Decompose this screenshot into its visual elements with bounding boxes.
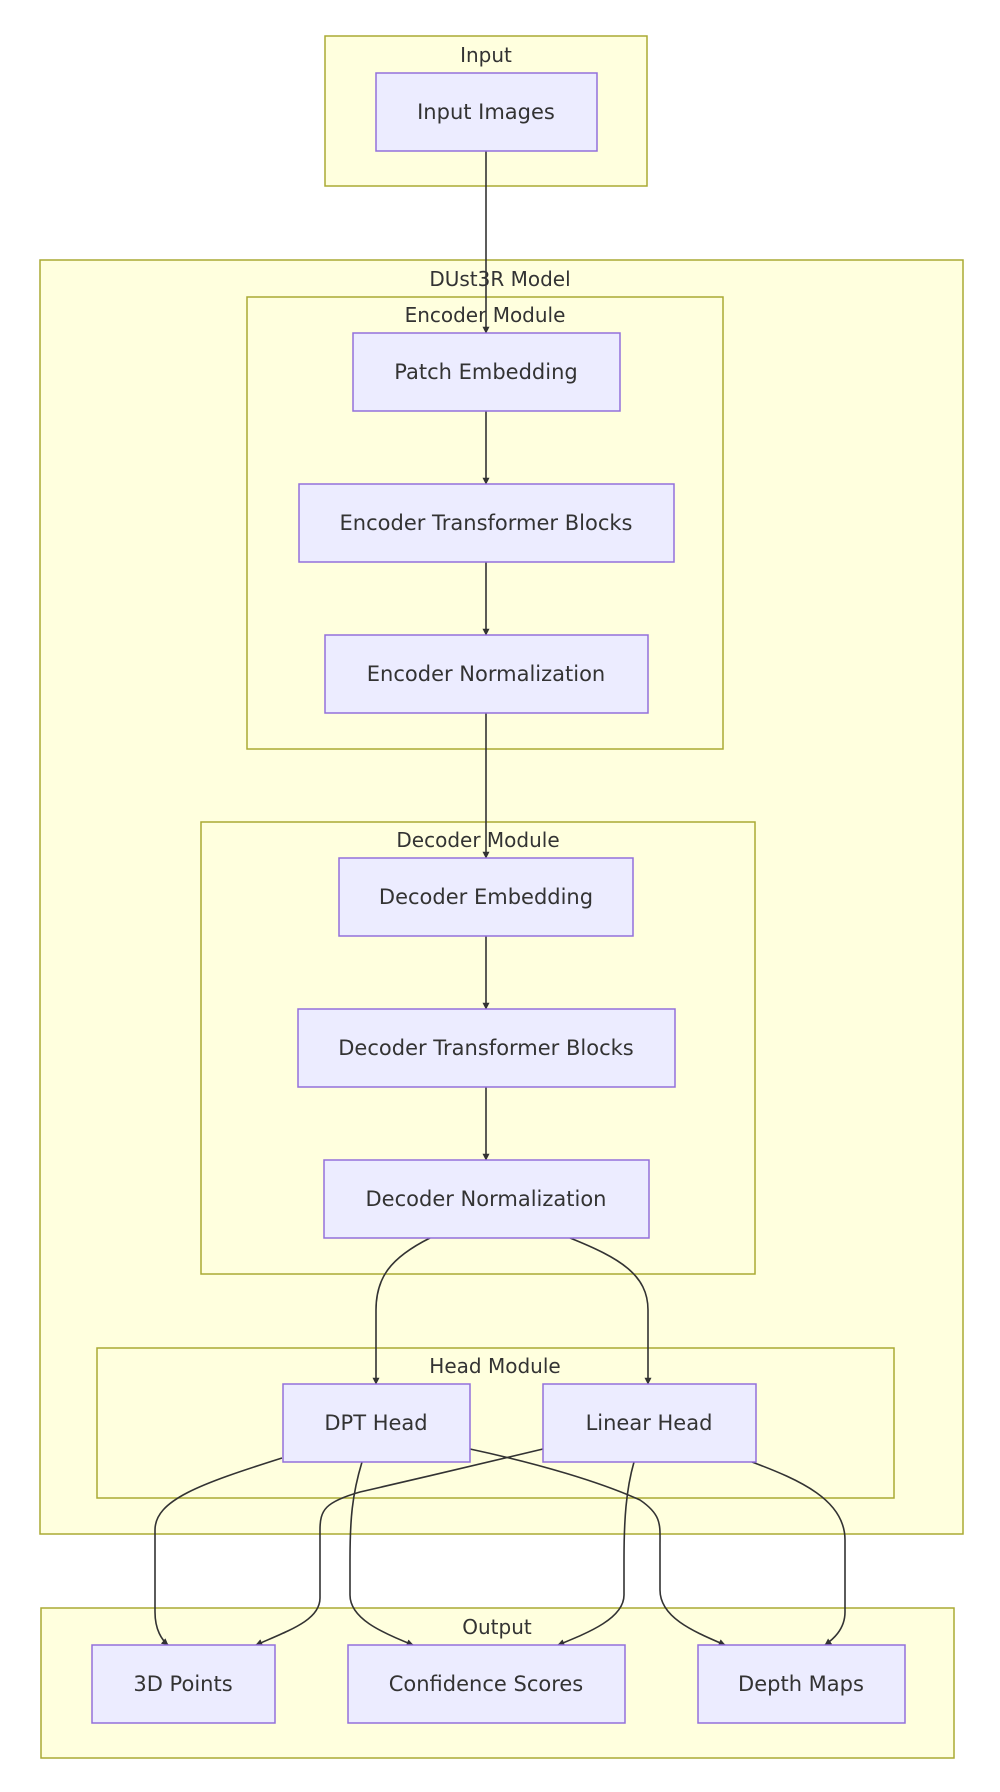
edge-decoder-norm-to-linear-head [569,1237,652,1385]
node-depth-maps: Depth Maps [697,1644,906,1724]
node-linear-head-label: Linear Head [586,1411,713,1435]
node-linear-head: Linear Head [542,1383,757,1463]
node-input-images-label: Input Images [417,100,555,124]
node-encoder-norm-label: Encoder Normalization [367,662,605,686]
edges [154,151,846,1646]
node-encoder-normalization: Encoder Normalization [324,634,649,714]
node-decoder-transformer-blocks: Decoder Transformer Blocks [297,1008,676,1088]
node-decoder-embedding-label: Decoder Embedding [379,885,593,909]
node-3d-points: 3D Points [91,1644,276,1724]
cluster-head-label: Head Module [429,1354,560,1378]
node-encoder-transformer-blocks: Encoder Transformer Blocks [298,483,675,563]
node-patch-embedding-label: Patch Embedding [394,360,577,384]
node-patch-embedding: Patch Embedding [352,332,621,412]
cluster-encoder-label: Encoder Module [405,303,566,327]
node-decoder-embedding: Decoder Embedding [338,857,634,937]
edge-linear-head-to-confidence [557,1461,635,1646]
node-decoder-norm-label: Decoder Normalization [366,1187,607,1211]
edge-dpt-head-to-3d-points [154,1457,283,1646]
cluster-input-label: Input [460,43,512,67]
node-3d-points-label: 3D Points [133,1672,232,1696]
cluster-decoder-label: Decoder Module [396,828,559,852]
node-input-images: Input Images [375,72,598,152]
node-decoder-normalization: Decoder Normalization [323,1159,650,1239]
cluster-model-label: DUst3R Model [429,267,570,291]
edge-dpt-head-to-confidence [349,1461,414,1646]
node-decoder-blocks-label: Decoder Transformer Blocks [338,1036,633,1060]
edge-decoder-norm-to-dpt-head [372,1237,431,1385]
edge-dpt-head-to-depth-maps [469,1448,726,1646]
cluster-head-module: Head Module [96,1347,895,1499]
node-confidence-scores: Confidence Scores [347,1644,626,1724]
node-confidence-label: Confidence Scores [389,1672,584,1696]
node-depth-maps-label: Depth Maps [738,1672,864,1696]
node-dpt-head: DPT Head [282,1383,471,1463]
node-encoder-blocks-label: Encoder Transformer Blocks [340,511,633,535]
cluster-output-label: Output [462,1615,532,1639]
node-dpt-head-label: DPT Head [324,1411,427,1435]
edge-linear-head-to-depth-maps [751,1461,846,1646]
edge-linear-head-to-3d-points [255,1448,544,1646]
